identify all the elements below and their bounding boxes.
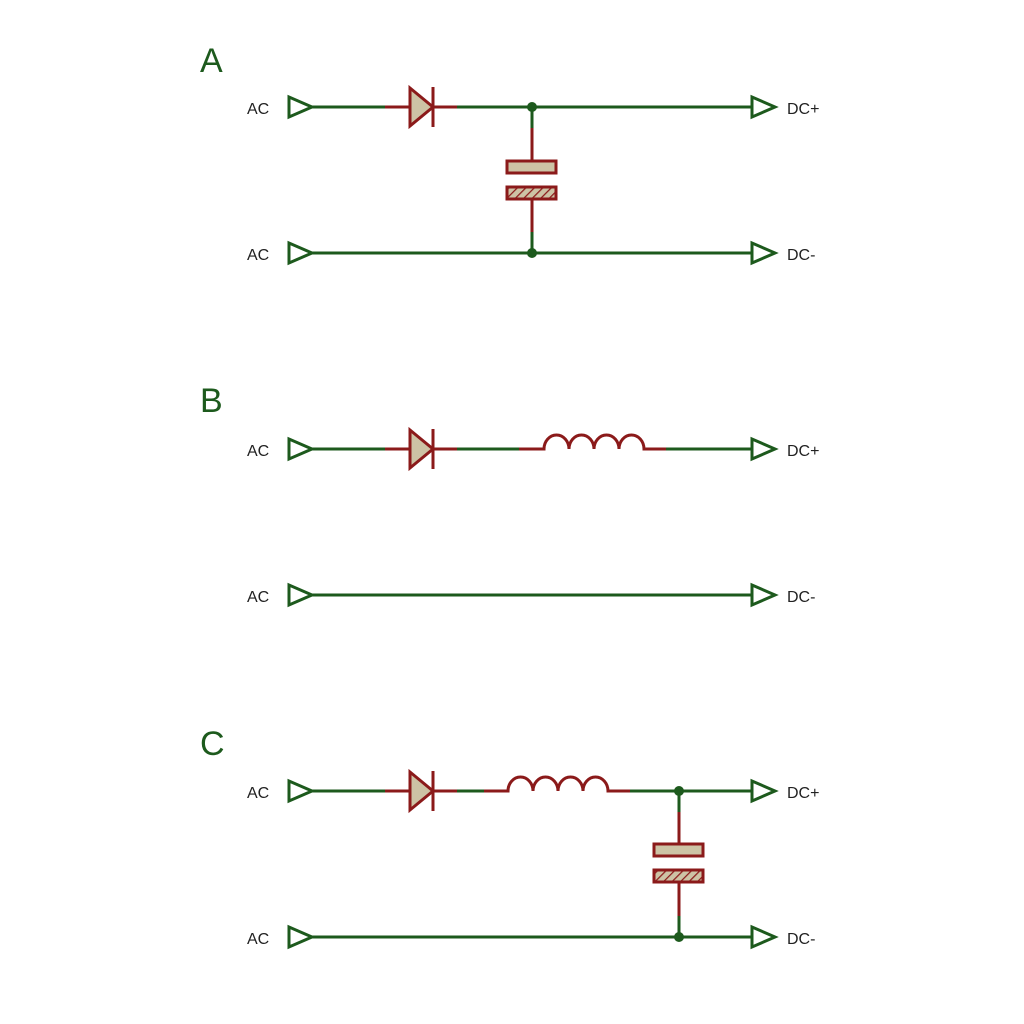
ac-input-bottom-port [287,240,316,266]
circuit-c: C AC AC DC+ DC- [200,725,819,950]
junction-dot [527,102,537,112]
diode [385,768,457,814]
ac-input-bottom-label: AC [247,247,269,264]
dc-plus-output-label: DC+ [787,785,819,802]
section-label-a: A [200,42,223,80]
dc-plus-output-port [750,436,779,462]
circuit-b: B AC AC DC+ DC- [200,382,819,608]
circuit-a: A AC AC DC+ DC- [200,42,819,266]
dc-minus-output-label: DC- [787,589,815,606]
ac-input-top-port [287,778,316,804]
dc-minus-output-port [750,240,779,266]
ac-input-bottom-port [287,582,316,608]
section-label-c: C [200,725,225,763]
dc-plus-output-label: DC+ [787,443,819,460]
ac-input-bottom-port [287,924,316,950]
junction-dot [674,786,684,796]
diode [385,426,457,472]
inductor [519,433,666,451]
ac-input-top-port [287,436,316,462]
ac-input-top-label: AC [247,785,269,802]
section-label-b: B [200,382,223,420]
dc-minus-output-label: DC- [787,247,815,264]
capacitor [652,791,705,937]
ac-input-top-label: AC [247,443,269,460]
dc-plus-output-port [750,94,779,120]
junction-dot [527,248,537,258]
ac-input-bottom-label: AC [247,589,269,606]
dc-minus-output-label: DC- [787,931,815,948]
capacitor [505,107,558,253]
ac-input-top-port [287,94,316,120]
ac-input-bottom-label: AC [247,931,269,948]
ac-input-top-label: AC [247,101,269,118]
dc-minus-output-port [750,924,779,950]
dc-plus-output-port [750,778,779,804]
inductor [484,775,630,793]
diode [385,84,457,130]
dc-minus-output-port [750,582,779,608]
dc-plus-output-label: DC+ [787,101,819,118]
junction-dot [674,932,684,942]
